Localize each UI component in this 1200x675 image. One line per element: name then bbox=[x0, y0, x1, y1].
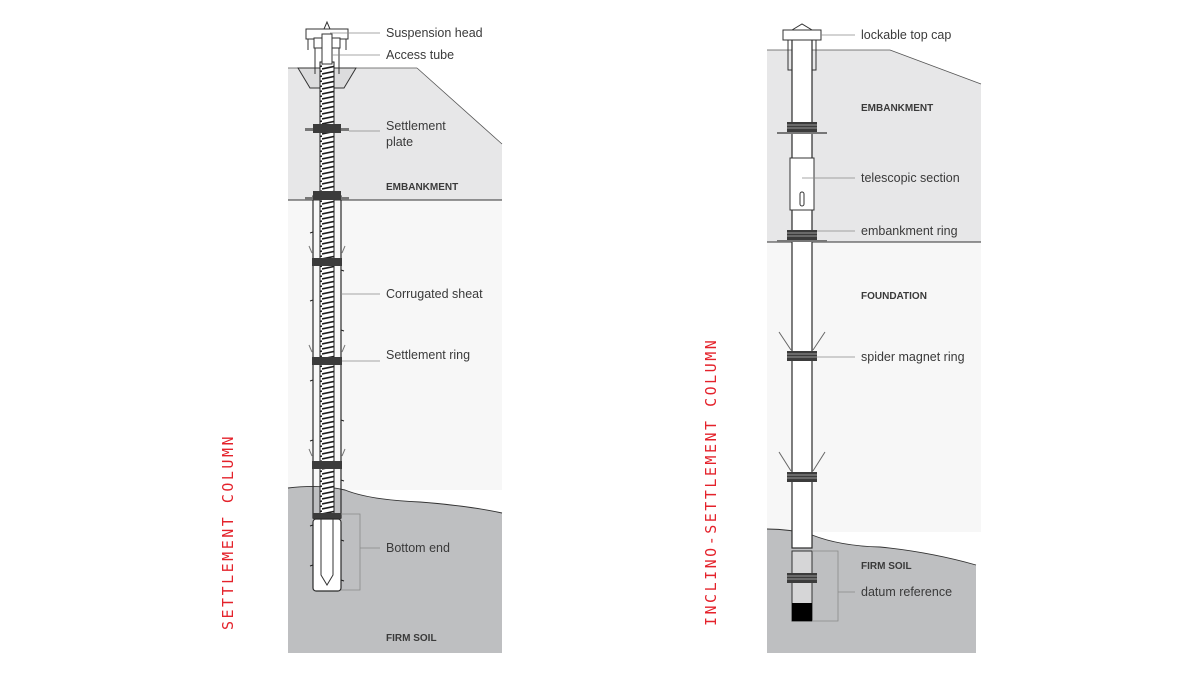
callout-lockable-top-cap: lockable top cap bbox=[861, 28, 951, 42]
embankment-layer bbox=[288, 68, 502, 200]
callout-access-tube: Access tube bbox=[386, 48, 454, 62]
callout-telescopic-section: telescopic section bbox=[861, 171, 960, 185]
embankment-plate bbox=[305, 191, 349, 200]
embankment-ring bbox=[777, 230, 827, 242]
callout-spider-magnet-ring: spider magnet ring bbox=[861, 350, 965, 364]
settlement-column-diagram: Suspension head Access tube Settlement p… bbox=[219, 20, 503, 653]
embankment-layer bbox=[767, 50, 981, 242]
zone-label-foundation: FOUNDATION bbox=[861, 291, 927, 302]
spider-magnet-ring-1 bbox=[778, 331, 826, 361]
callout-datum-reference: datum reference bbox=[861, 585, 952, 599]
settlement-ring-3 bbox=[308, 448, 346, 469]
callout-bottom-end: Bottom end bbox=[386, 541, 450, 555]
bottom-ring bbox=[313, 513, 341, 519]
callout-embankment-ring: embankment ring bbox=[861, 224, 958, 238]
callout-settlement-ring: Settlement ring bbox=[386, 348, 470, 362]
datum-reference bbox=[787, 550, 817, 622]
settlement-plate bbox=[305, 124, 349, 133]
suspension-head bbox=[305, 20, 349, 74]
spider-magnet-ring-2 bbox=[778, 451, 826, 482]
callout-corrugated-sheath: Corrugated sheat bbox=[386, 287, 483, 301]
inclino-settlement-column-diagram: lockable top cap telescopic section emba… bbox=[702, 23, 982, 653]
inclinometer-tube bbox=[791, 37, 813, 549]
callout-suspension-head: Suspension head bbox=[386, 26, 483, 40]
zone-label-firm-soil: FIRM SOIL bbox=[386, 633, 437, 644]
settlement-ring-1 bbox=[308, 245, 346, 266]
bottom-end bbox=[312, 518, 342, 592]
zone-label-embankment: EMBANKMENT bbox=[861, 103, 933, 114]
firm-soil-layer bbox=[767, 529, 976, 653]
telescopic-section bbox=[789, 157, 815, 211]
callout-settlement-plate-line2: plate bbox=[386, 135, 413, 149]
zone-label-embankment: EMBANKMENT bbox=[386, 182, 458, 193]
zone-label-firm-soil: FIRM SOIL bbox=[861, 561, 912, 572]
embankment-ring-upper bbox=[777, 122, 827, 134]
diagram-title-inclino-settlement-column: INCLINO-SETTLEMENT COLUMN bbox=[702, 338, 720, 626]
diagram-title-settlement-column: SETTLEMENT COLUMN bbox=[219, 434, 237, 630]
callout-settlement-plate-line1: Settlement bbox=[386, 119, 446, 133]
settlement-ring-2 bbox=[308, 344, 346, 365]
